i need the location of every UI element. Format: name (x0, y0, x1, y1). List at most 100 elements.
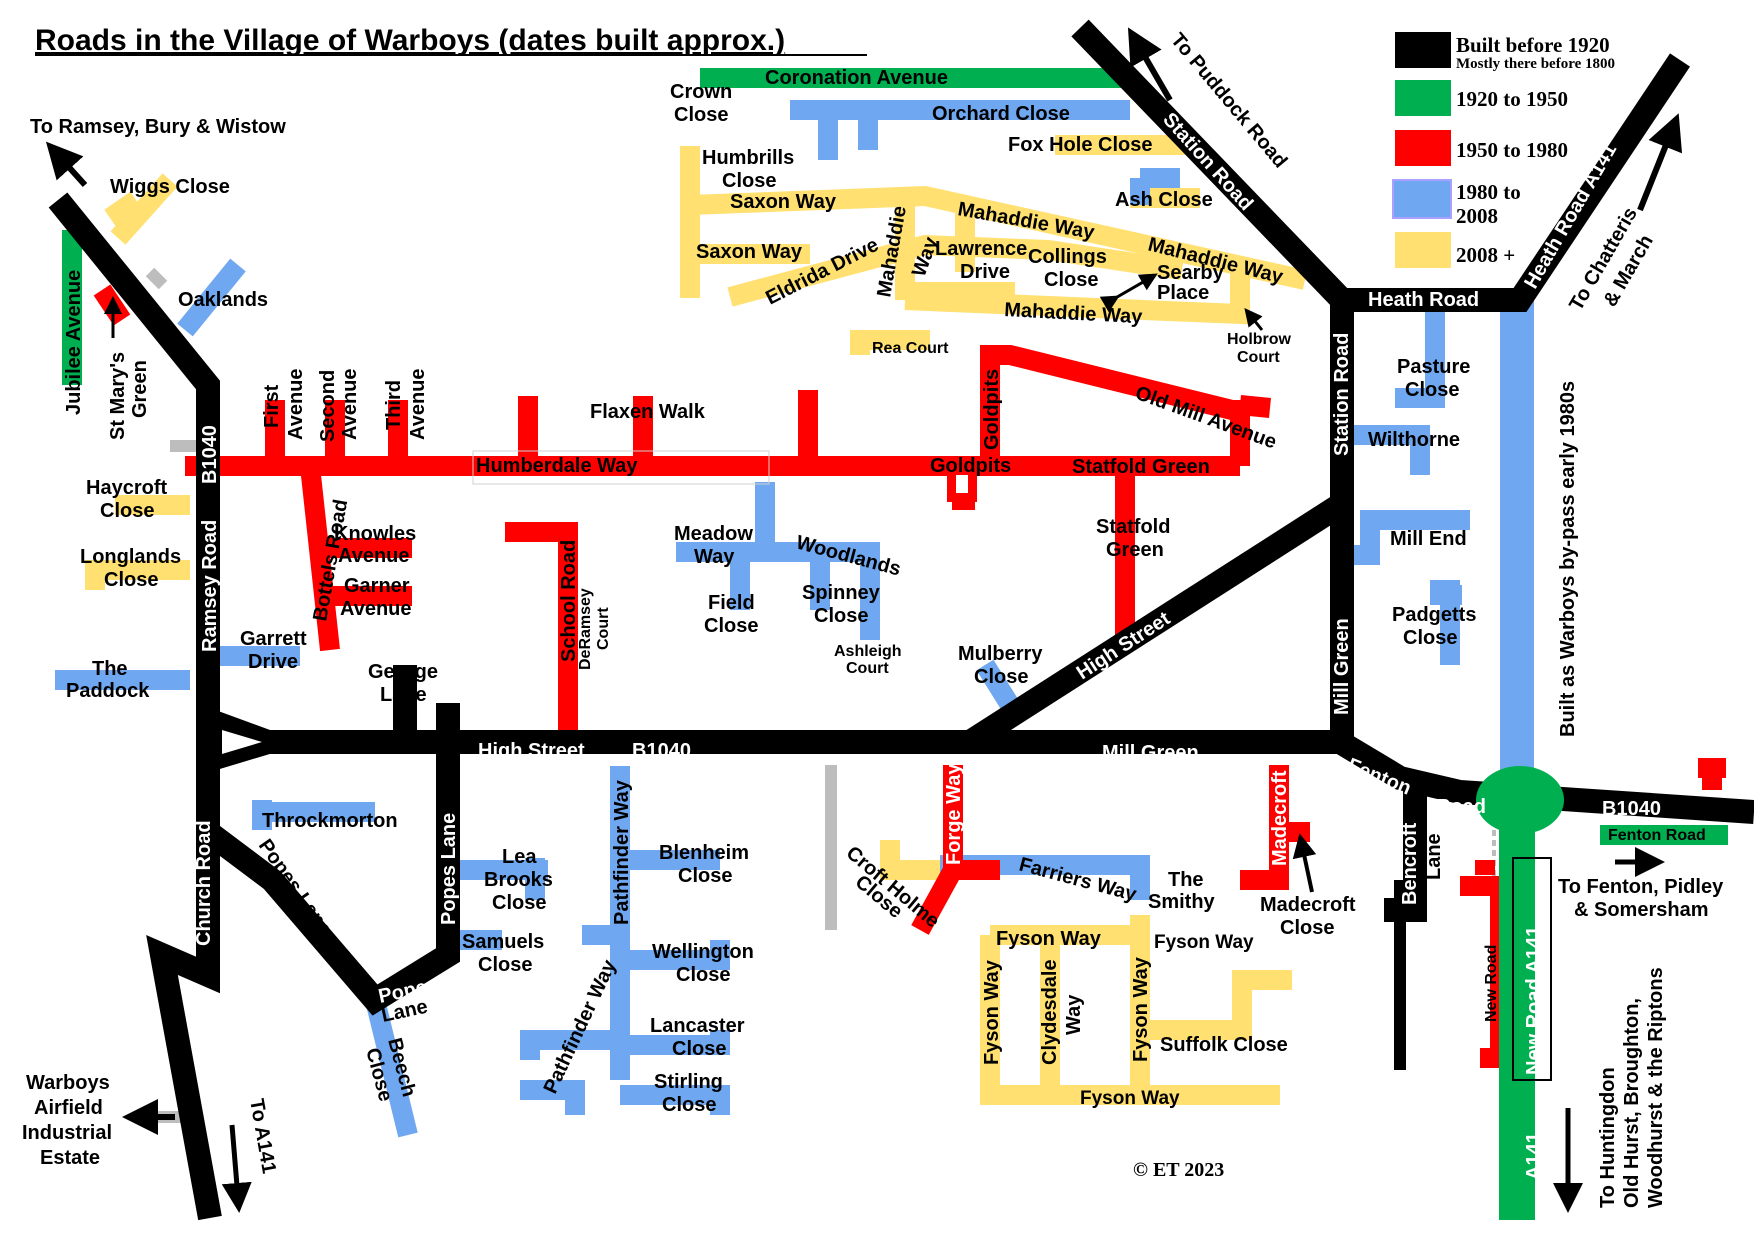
label-to-ramsey: To Ramsey, Bury & Wistow (30, 116, 286, 138)
label-spinney-1: Spinney (802, 582, 881, 604)
label-madecroft-1: Madecroft (1260, 894, 1356, 916)
label-crown-2: Close (674, 104, 728, 126)
label-longlands-2: Close (104, 569, 158, 591)
label-old-mill-avenue: Old Mill Avenue (1132, 382, 1279, 453)
label-goldpits-horizontal: Goldpits (930, 455, 1011, 477)
label-airfield-1: Warboys (26, 1072, 110, 1094)
label-searby-1: Searby (1157, 262, 1225, 284)
label-lea-brooks-1: Lea (502, 846, 537, 868)
label-first-1: First (261, 384, 283, 428)
label-jubilee-avenue: Jubilee Avenue (63, 270, 85, 415)
label-road: Road (1436, 796, 1486, 818)
arrow-puddock-icon (1127, 27, 1173, 102)
label-to-huntingdon-3: Woodhurst & the Riptons (1645, 967, 1667, 1208)
label-meadow-2: Way (694, 546, 735, 568)
label-to-huntingdon-2: Old Hurst, Broughton, (1621, 998, 1643, 1208)
legend-label-0: Built before 1920 (1456, 33, 1610, 57)
legend-swatch-before-1920 (1395, 32, 1451, 68)
label-goldpits-vertical: Goldpits (981, 369, 1003, 450)
roads-1920-1950 (62, 68, 1728, 1220)
label-searby-2: Place (1157, 282, 1209, 304)
label-stirling-2: Close (662, 1094, 716, 1116)
label-suffolk-close: Suffolk Close (1160, 1034, 1288, 1056)
label-george-1: George (368, 661, 438, 683)
label-fyson-way-3: Fyson Way (1080, 1088, 1180, 1109)
label-fenton-road-green: Fenton Road (1608, 827, 1706, 844)
label-throckmorton: Throckmorton (262, 810, 398, 832)
label-third-2: Avenue (407, 368, 429, 440)
copyright: © ET 2023 (1133, 1159, 1224, 1181)
label-b1040-vertical: B1040 (199, 425, 221, 484)
label-church-road: Church Road (193, 820, 215, 946)
label-smithy-1: The (1168, 869, 1204, 891)
label-orchard-close: Orchard Close (932, 103, 1070, 125)
legend: Built before 1920 Mostly there before 18… (1392, 32, 1615, 268)
legend-label-1: 1920 to 1950 (1456, 87, 1568, 111)
label-statfold-green-horizontal: Statfold Green (1072, 456, 1210, 478)
label-fox-hole-close: Fox Hole Close (1008, 134, 1152, 156)
direction-arrows (45, 27, 1683, 1213)
arrow-holbrow-icon (1244, 307, 1264, 331)
label-holbrow-2: Court (1237, 349, 1280, 366)
label-garrett-2: Drive (248, 651, 298, 673)
label-knowles-2: Avenue (338, 545, 410, 567)
label-stirling-1: Stirling (654, 1071, 723, 1093)
label-collings-2: Close (1044, 269, 1098, 291)
label-statfold-2: Green (1106, 539, 1164, 561)
label-fyson-way-1: Fyson Way (996, 928, 1102, 950)
legend-label-4: 2008 + (1456, 243, 1515, 267)
arrow-chatteris-icon (1637, 113, 1683, 212)
label-mulberry-1: Mulberry (958, 643, 1043, 665)
label-to-huntingdon-1: To Huntingdon (1597, 1067, 1619, 1208)
label-pasture-2: Close (1405, 379, 1459, 401)
label-wilthorne: Wilthorne (1368, 429, 1460, 451)
label-blenheim-2: Close (678, 865, 732, 887)
label-ashleigh-2: Court (846, 660, 889, 677)
legend-swatch-1920-1950 (1395, 80, 1451, 116)
legend-label-3: 1980 to (1456, 180, 1521, 204)
label-wellington-1: Wellington (652, 941, 754, 963)
goldpits-loop-inner (956, 475, 968, 493)
label-madecroft-2: Close (1280, 917, 1334, 939)
label-clydesdale-1: Clydesdale (1039, 959, 1061, 1065)
label-bencroft-1: Bencroft (1399, 822, 1421, 905)
label-mill-green-vertical: Mill Green (1331, 618, 1353, 715)
label-a141-bottom: A141 (1523, 1132, 1545, 1180)
label-third-1: Third (383, 380, 405, 430)
label-holbrow-1: Holbrow (1227, 331, 1292, 348)
label-flaxen-walk: Flaxen Walk (590, 401, 706, 423)
label-to-fenton-2: & Somersham (1574, 899, 1709, 921)
label-garrett-1: Garrett (240, 628, 307, 650)
label-deramsey-2: Court (595, 607, 612, 650)
label-collings-1: Collings (1028, 246, 1107, 268)
label-field-1: Field (708, 592, 755, 614)
label-second-1: Second (317, 370, 339, 442)
label-deramsey-1: DeRamsey (577, 588, 594, 670)
label-ashleigh-1: Ashleigh (834, 643, 902, 660)
label-rea-court: Rea Court (872, 340, 949, 357)
label-oaklands: Oaklands (178, 289, 268, 311)
label-to-fenton-1: To Fenton, Pidley (1558, 876, 1724, 898)
arrow-ramsey-icon (45, 141, 88, 188)
label-lawrence-2: Drive (960, 261, 1010, 283)
roundabout (1476, 766, 1564, 834)
map-title: Roads in the Village of Warboys (dates b… (35, 24, 785, 57)
label-popes-lane-vertical: Popes Lane (438, 813, 460, 925)
label-fyson-way-vertical-2: Fyson Way (1130, 956, 1152, 1062)
label-humbrills-1: Humbrills (702, 147, 794, 169)
label-longlands-1: Longlands (80, 546, 181, 568)
label-coronation-avenue: Coronation Avenue (765, 67, 948, 89)
roads-2008-plus (85, 135, 1308, 1105)
label-airfield-3: Industrial (22, 1122, 112, 1144)
label-airfield-4: Estate (40, 1147, 100, 1169)
arrow-a141-icon (221, 1124, 252, 1213)
label-lea-brooks-3: Close (492, 892, 546, 914)
humberdale-label-box (472, 450, 770, 485)
label-st-marys-1: St Mary's (107, 352, 129, 440)
label-to-a141: To A141 (245, 1097, 280, 1175)
new-road-a141-box (1512, 857, 1552, 1081)
label-spinney-2: Close (814, 605, 868, 627)
label-garner-2: Avenue (340, 598, 412, 620)
label-paddock-2: Paddock (66, 680, 150, 702)
label-fyson-way-2: Fyson Way (1154, 932, 1254, 953)
